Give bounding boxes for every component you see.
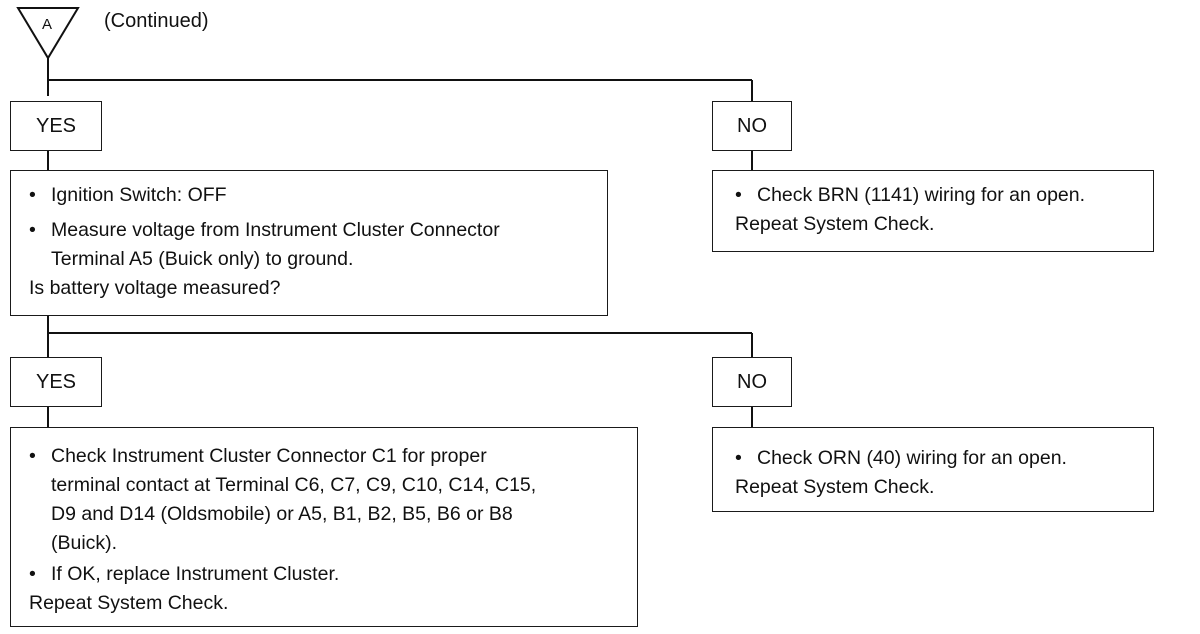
connector-letter: A xyxy=(42,16,53,33)
no-label-2: NO xyxy=(712,357,792,407)
bullet-glyph: • xyxy=(29,184,36,206)
step2-no-bullet-1-text: Check ORN (40) wiring for an open. xyxy=(757,447,1067,469)
step2-yes-bullet-2: • If OK, replace Instrument Cluster. xyxy=(29,560,625,589)
bullet-glyph: • xyxy=(29,563,36,585)
bullet-glyph: • xyxy=(735,184,742,206)
yes-label-2: YES xyxy=(10,357,102,407)
bullet-glyph: • xyxy=(29,445,36,467)
continued-label: (Continued) xyxy=(104,10,209,32)
step1-yes-bullet-1-text: Ignition Switch: OFF xyxy=(51,184,227,206)
step2-no-box: • Check ORN (40) wiring for an open. Rep… xyxy=(712,427,1154,512)
connector-triangle xyxy=(16,7,80,60)
step1-no-note: Repeat System Check. xyxy=(735,213,935,235)
step2-yes-bullet-2-text: If OK, replace Instrument Cluster. xyxy=(51,563,340,585)
step2-yes-note: Repeat System Check. xyxy=(29,592,229,614)
step2-yes-bullet-1: • Check Instrument Cluster Connector C1 … xyxy=(29,442,625,558)
step1-yes-bullet-2: • Measure voltage from Instrument Cluste… xyxy=(29,216,595,274)
bullet-glyph: • xyxy=(29,219,36,241)
step2-no-bullet-1: • Check ORN (40) wiring for an open. xyxy=(735,444,1141,473)
step1-no-bullet-1: • Check BRN (1141) wiring for an open. xyxy=(735,181,1141,210)
step1-no-bullet-1-text: Check BRN (1141) wiring for an open. xyxy=(757,184,1086,206)
step1-no-box: • Check BRN (1141) wiring for an open. R… xyxy=(712,170,1154,252)
step1-yes-bullet-2-text: Measure voltage from Instrument Cluster … xyxy=(51,219,500,270)
step1-question: Is battery voltage measured? xyxy=(29,277,281,299)
no-label-1: NO xyxy=(712,101,792,151)
step2-no-note: Repeat System Check. xyxy=(735,476,935,498)
step1-yes-bullet-1: • Ignition Switch: OFF xyxy=(29,181,595,210)
bullet-glyph: • xyxy=(735,447,742,469)
step2-yes-bullet-1-text: Check Instrument Cluster Connector C1 fo… xyxy=(51,445,537,554)
yes-label-1: YES xyxy=(10,101,102,151)
step2-yes-box: • Check Instrument Cluster Connector C1 … xyxy=(10,427,638,627)
step1-yes-box: • Ignition Switch: OFF • Measure voltage… xyxy=(10,170,608,316)
